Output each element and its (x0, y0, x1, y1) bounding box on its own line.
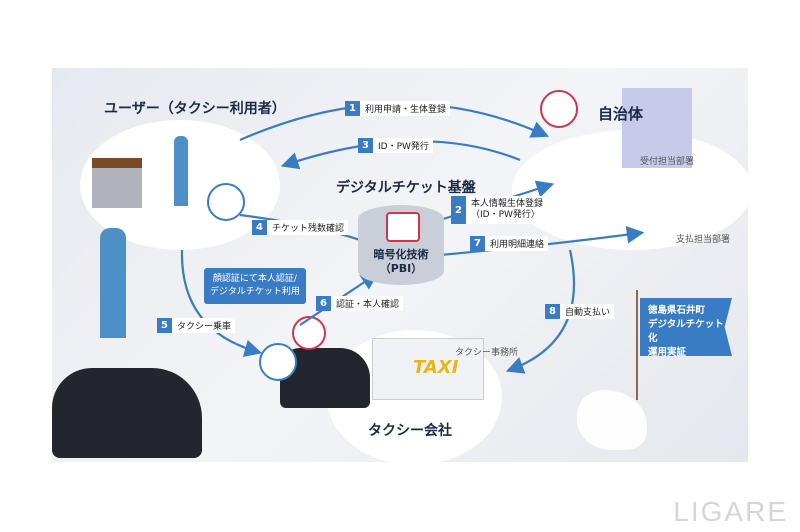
lock-icon (386, 212, 420, 242)
user-title: ユーザー（タクシー利用者） (104, 101, 286, 117)
ligare-logo: LIGARE (673, 496, 788, 527)
passenger-avatar (259, 343, 297, 381)
encryption-label: 暗号化技術（PBI） (373, 248, 429, 275)
taxi-office-building: TAXI (372, 338, 484, 400)
payment-dept-label: 支払担当部署 (676, 235, 731, 245)
taxi-office-label: タクシー事務所 (455, 348, 519, 358)
user-figure (100, 228, 126, 338)
flag-pole (636, 290, 638, 400)
taxi-car-icon (52, 368, 202, 458)
face-id-icon (292, 316, 326, 350)
building-icon (622, 88, 692, 168)
face-auth-callout: 顔認証にて本人認証/デジタルチケット利用 (204, 268, 306, 304)
diagram-panel: TAXI (52, 68, 748, 462)
municipality-title: 自治体 (598, 105, 644, 123)
trial-flag: 徳島県石井町デジタルチケット化運用実証 (640, 298, 732, 356)
user-smartphone-avatar (207, 183, 245, 221)
house-icon (92, 158, 142, 208)
taxi-company-title: タクシー会社 (368, 423, 452, 439)
taxi-sign: TAXI (413, 357, 459, 378)
elderly-user-figure (174, 136, 188, 206)
reception-dept-label: 受付担当部署 (640, 157, 695, 167)
platform-title: デジタルチケット基盤 (336, 180, 476, 196)
